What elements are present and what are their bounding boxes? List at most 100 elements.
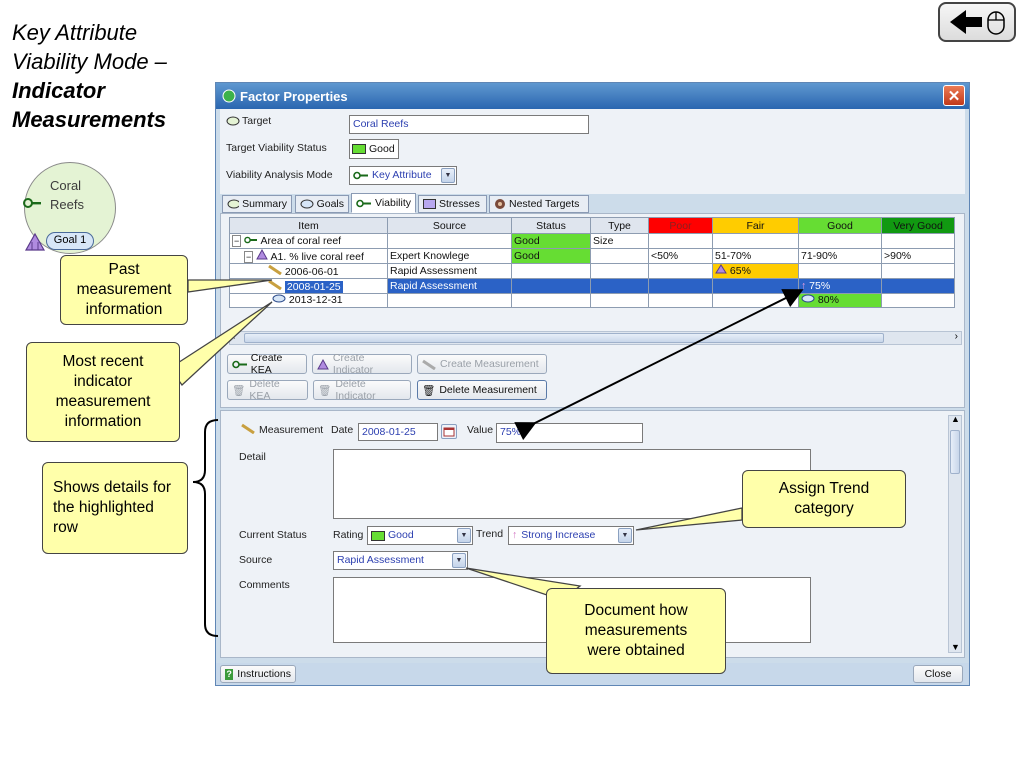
create-measurement-button[interactable]: Create Measurement xyxy=(417,354,547,374)
indicator-triangle-icon xyxy=(24,232,46,251)
viability-mode-label: Viability Analysis Mode xyxy=(226,169,333,181)
kea-key-icon xyxy=(244,236,258,244)
table-row[interactable]: 2013-12-31 80% xyxy=(229,292,955,308)
kea-key-icon xyxy=(356,199,371,207)
col-type[interactable]: Type xyxy=(590,217,649,234)
target-node-line1: Coral xyxy=(50,178,82,193)
grid-horizontal-scrollbar[interactable]: ‹ › xyxy=(229,331,962,345)
row-status xyxy=(511,292,591,308)
detail-vertical-scrollbar[interactable]: ▲ ▼ xyxy=(948,414,962,653)
trash-icon: 🗑 xyxy=(422,384,436,397)
col-poor[interactable]: Poor xyxy=(648,217,713,234)
row-very-good xyxy=(881,292,955,308)
chevron-down-icon[interactable]: ▼ xyxy=(441,168,455,183)
chevron-down-icon[interactable]: ▼ xyxy=(457,528,471,543)
measurement-ruler-icon xyxy=(241,423,255,434)
scrollbar-thumb[interactable] xyxy=(244,333,884,343)
col-source[interactable]: Source xyxy=(387,217,512,234)
row-fair: 65% xyxy=(712,262,799,279)
slide-title-line3: Indicator xyxy=(12,78,105,103)
row-poor xyxy=(648,233,713,249)
collapse-toggle-icon[interactable]: − xyxy=(232,234,242,247)
row-type: Size xyxy=(590,233,649,249)
table-row[interactable]: − Area of coral reef Good Size xyxy=(229,233,955,249)
slide-title: Key Attribute Viability Mode – Indicator… xyxy=(12,18,212,134)
row-source: Expert Knowlege xyxy=(387,247,512,264)
past-measurement-callout: Past measurement information xyxy=(60,255,188,325)
scroll-up-icon[interactable]: ▲ xyxy=(951,414,960,424)
mouse-icon xyxy=(987,11,1005,35)
target-label: Target xyxy=(242,115,272,127)
details-callout: Shows details for the highlighted row xyxy=(42,462,188,554)
source-label: Source xyxy=(239,554,273,566)
row-source xyxy=(387,292,512,308)
close-icon[interactable]: ✕ xyxy=(943,85,965,106)
delete-indicator-label: Delete Indicator xyxy=(335,378,376,402)
scroll-right-icon[interactable]: › xyxy=(954,331,958,342)
col-good[interactable]: Good xyxy=(798,217,882,234)
trend-select[interactable]: ↑ Strong Increase ▼ xyxy=(508,526,634,545)
scrollbar-thumb[interactable] xyxy=(950,430,960,474)
create-kea-button[interactable]: Create KEA xyxy=(227,352,307,376)
delete-kea-label: Delete KEA xyxy=(249,378,280,402)
col-item[interactable]: Item xyxy=(229,217,388,234)
measurement-label: Measurement xyxy=(259,424,324,436)
goal-oval-icon xyxy=(801,294,815,303)
row-good xyxy=(798,233,882,249)
row-item-cell[interactable]: 2006-06-01 xyxy=(229,262,388,279)
table-row[interactable]: 2006-06-01 Rapid Assessment 65% xyxy=(229,262,955,279)
scroll-left-icon[interactable]: ‹ xyxy=(232,331,236,342)
source-select[interactable]: Rapid Assessment ▼ xyxy=(333,551,468,570)
scroll-down-icon[interactable]: ▼ xyxy=(951,642,960,652)
tab-summary-label: Summary xyxy=(242,198,287,210)
table-row[interactable]: − A1. % live coral reef Expert Knowlege … xyxy=(229,247,955,264)
instructions-button[interactable]: ? Instructions xyxy=(220,665,296,683)
collapse-toggle-icon[interactable]: − xyxy=(244,250,254,262)
tab-viability[interactable]: Viability xyxy=(351,193,416,213)
row-type xyxy=(590,277,649,294)
target-name-field[interactable]: Coral Reefs xyxy=(349,115,589,134)
delete-indicator-button[interactable]: 🗑 Delete Indicator xyxy=(313,378,411,402)
viability-mode-value: Key Attribute xyxy=(372,169,432,181)
delete-kea-button[interactable]: 🗑 Delete KEA xyxy=(227,378,308,402)
target-node-line2: Reefs xyxy=(50,197,84,212)
create-indicator-button[interactable]: Create Indicator xyxy=(312,352,412,376)
date-field[interactable]: 2008-01-25 xyxy=(358,423,438,441)
close-button[interactable]: Close xyxy=(913,665,963,683)
col-fair[interactable]: Fair xyxy=(712,217,799,234)
value-label: Value xyxy=(467,424,494,436)
tab-summary[interactable]: Summary xyxy=(222,195,292,213)
help-icon: ? xyxy=(225,668,234,680)
delete-measurement-button[interactable]: 🗑 Delete Measurement xyxy=(417,380,547,400)
row-good: ↑ 75% xyxy=(798,277,882,294)
value-field[interactable]: 75% xyxy=(496,423,643,443)
goal-oval-icon xyxy=(272,294,286,303)
tab-stresses[interactable]: Stresses xyxy=(418,195,487,213)
tab-goals[interactable]: Goals xyxy=(295,195,349,213)
tab-nested-targets[interactable]: Nested Targets xyxy=(489,195,589,213)
rating-select[interactable]: Good ▼ xyxy=(367,526,473,545)
chevron-down-icon[interactable]: ▼ xyxy=(452,553,466,568)
col-status[interactable]: Status xyxy=(511,217,591,234)
row-item-cell[interactable]: 2008-01-25 xyxy=(229,277,388,294)
calendar-icon[interactable] xyxy=(441,424,457,439)
row-status xyxy=(511,262,591,279)
row-item-cell[interactable]: − Area of coral reef xyxy=(229,233,388,249)
tab-stresses-label: Stresses xyxy=(439,198,480,210)
measurement-ruler-icon xyxy=(268,279,282,290)
kea-key-icon xyxy=(353,171,368,180)
row-item-cell[interactable]: 2013-12-31 xyxy=(229,292,388,308)
row-item-label: 2006-06-01 xyxy=(284,265,339,278)
chevron-down-icon[interactable]: ▼ xyxy=(618,528,632,543)
back-button[interactable] xyxy=(938,2,1016,42)
table-row-selected[interactable]: 2008-01-25 Rapid Assessment ↑ 75% xyxy=(229,277,955,294)
trend-up-arrow-icon: ↑ xyxy=(801,279,807,292)
status-swatch xyxy=(352,144,366,154)
row-item-cell[interactable]: − A1. % live coral reef xyxy=(229,247,388,264)
detail-textarea[interactable] xyxy=(333,449,811,519)
viability-mode-select[interactable]: Key Attribute ▼ xyxy=(349,166,457,185)
dialog-footer: ? Instructions Close xyxy=(216,663,969,685)
nested-targets-icon xyxy=(495,199,505,209)
col-very-good[interactable]: Very Good xyxy=(881,217,955,234)
comments-label: Comments xyxy=(239,579,290,591)
